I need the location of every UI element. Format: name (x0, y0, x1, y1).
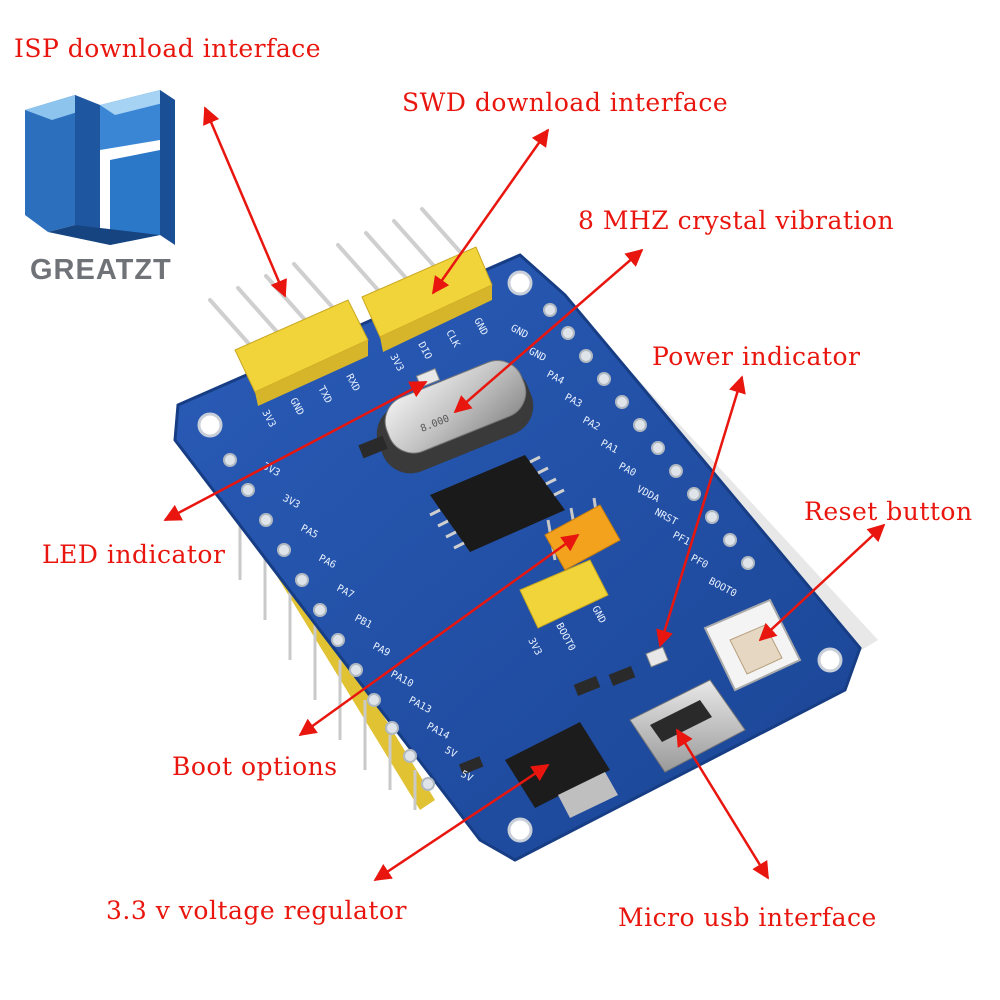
callout-swd-download-interface: SWD download interface (402, 88, 729, 117)
arrow-crystal (453, 248, 644, 414)
callout-reset-button: Reset button (804, 497, 973, 526)
arrow-power (656, 375, 746, 648)
greatzt-logo (25, 90, 175, 245)
pin-label: 5V (443, 745, 459, 760)
callout-voltage-regulator: 3.3 v voltage regulator (106, 896, 407, 925)
callout-micro-usb-interface: Micro usb interface (618, 903, 877, 932)
power-led (645, 646, 669, 668)
arrow-led (163, 380, 428, 522)
arrow-swd (431, 128, 550, 295)
arrow-reset (758, 523, 886, 642)
callout-led-indicator: LED indicator (42, 540, 226, 569)
arrow-regulator (373, 763, 550, 882)
callout-power-indicator: Power indicator (652, 342, 861, 371)
logo-text: GREATZT (30, 254, 172, 286)
callout-crystal: 8 MHZ crystal vibration (578, 206, 895, 235)
callout-boot-options: Boot options (172, 752, 338, 781)
callout-arrows (163, 106, 886, 882)
arrow-usb (675, 728, 770, 880)
arrow-isp (203, 106, 287, 298)
arrow-boot (298, 533, 580, 737)
callout-isp-download-interface: ISP download interface (14, 34, 322, 63)
